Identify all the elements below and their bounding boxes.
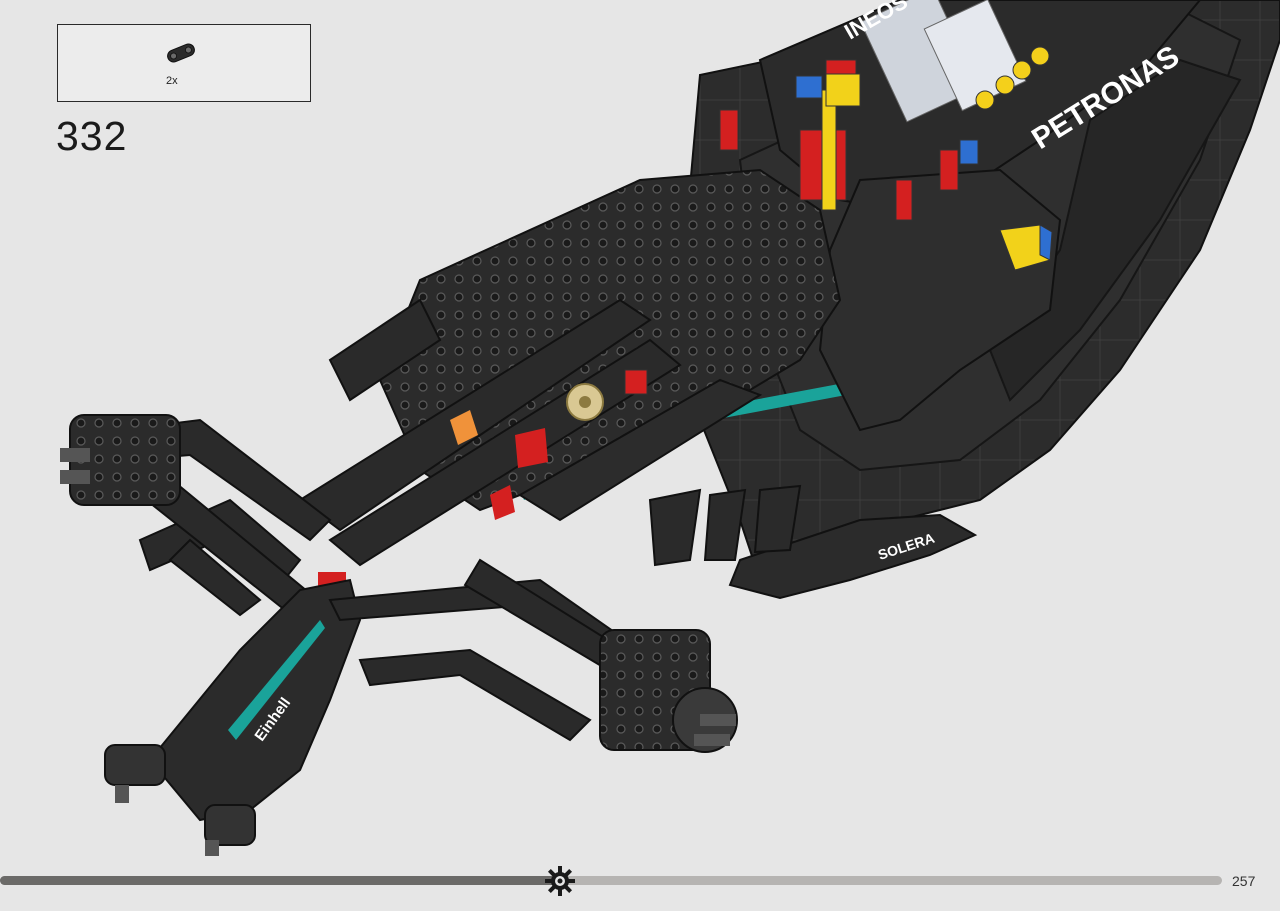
floor-flaps	[648, 484, 802, 567]
steering-column	[719, 59, 979, 221]
page-number: 257	[1232, 873, 1256, 889]
sidepod-front	[818, 168, 1062, 432]
beam-part-icon	[167, 43, 195, 63]
progress-fill	[0, 876, 553, 885]
step-number: 332	[56, 113, 128, 159]
rear-upright	[599, 629, 738, 753]
part-quantity: 2x	[166, 75, 178, 87]
progress-bar	[0, 876, 1222, 885]
model-illustration: PETRONAS INEOS SOLERA	[60, 0, 1280, 856]
nose-cone: Einhell	[104, 578, 362, 856]
parts-callout: 2x	[57, 24, 311, 102]
front-upright	[60, 414, 181, 506]
rear-suspension	[328, 558, 642, 742]
gear-parts	[318, 369, 648, 586]
gear-icon	[544, 865, 576, 897]
